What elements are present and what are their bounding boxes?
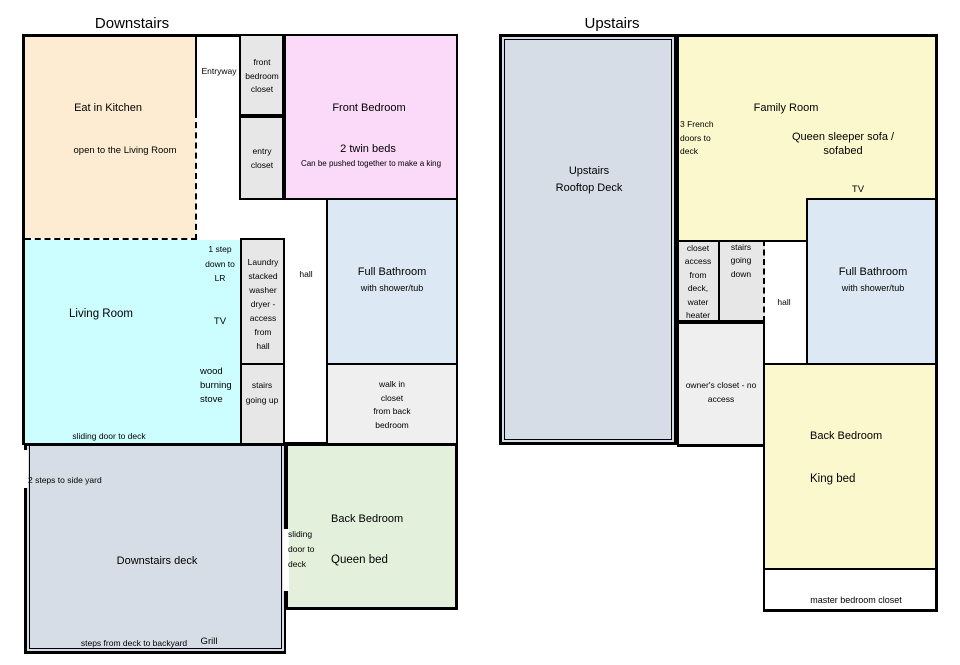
room-eat-in-kitchen bbox=[25, 37, 196, 238]
label-walk-in-closet: walk in closet from back bedroom bbox=[373, 379, 411, 430]
room-living-room bbox=[25, 240, 242, 443]
opening-sliding-door-back-bedroom bbox=[283, 529, 289, 591]
room-master-bedroom-closet bbox=[763, 568, 938, 612]
label-back-bedroom-slider: sliding door to deck bbox=[288, 529, 315, 569]
label-wood-stove: wood burning stove bbox=[200, 366, 232, 405]
room-downstairs-deck bbox=[24, 444, 286, 654]
downstairs-title: Downstairs bbox=[94, 15, 170, 32]
room-upstairs-back-bedroom bbox=[763, 363, 938, 570]
label-downstairs-deck-name: Downstairs deck bbox=[116, 555, 198, 567]
label-front-bedroom-closet: front bedroom closet bbox=[245, 57, 279, 94]
label-living-room-name: Living Room bbox=[69, 308, 133, 320]
label-upstairs-bathroom-name: Full Bathroom bbox=[838, 266, 908, 278]
label-laundry: Laundry stacked washer dryer - access fr… bbox=[247, 257, 279, 351]
label-owners-closet: owner's closet - no access bbox=[685, 380, 757, 404]
label-family-room-tv: TV bbox=[851, 184, 865, 195]
label-downstairs-hall: hall bbox=[299, 269, 313, 279]
label-entryway: Entryway bbox=[201, 66, 237, 76]
label-upstairs-hall: hall bbox=[777, 297, 791, 307]
label-front-bedroom-name: Front Bedroom bbox=[332, 102, 406, 114]
room-entry-closet bbox=[239, 116, 284, 200]
label-deck-back-steps: steps from deck to backyard bbox=[80, 638, 188, 648]
label-french-doors: 3 French doors to deck bbox=[680, 119, 714, 156]
room-rooftop-deck bbox=[499, 34, 677, 445]
label-entry-closet: entry closet bbox=[250, 146, 274, 170]
room-front-bedroom-closet bbox=[239, 34, 284, 116]
label-closet-access: closet access from deck, water heater bbox=[684, 243, 712, 321]
label-rooftop-deck-name: Upstairs Rooftop Deck bbox=[555, 165, 623, 194]
label-family-room-sofa: Queen sleeper sofa / sofabed bbox=[791, 131, 895, 157]
room-stairs-down bbox=[718, 240, 765, 322]
room-downstairs-back-bedroom bbox=[286, 444, 458, 610]
label-living-room-slider: sliding door to deck bbox=[72, 431, 146, 441]
wall-kitchen-dashed-bottom bbox=[25, 238, 197, 240]
wall-kitchen-entry bbox=[195, 34, 197, 114]
room-walk-in-closet bbox=[326, 363, 458, 445]
label-front-bedroom-note: Can be pushed together to make a king bbox=[300, 159, 442, 168]
wall-kitchen-dashed-right bbox=[195, 112, 197, 240]
upstairs-title: Upstairs bbox=[584, 15, 640, 32]
label-stairs-up: stairs going up bbox=[245, 380, 279, 405]
label-living-room-tv: TV bbox=[213, 316, 227, 327]
label-downstairs-back-bedroom-name: Back Bedroom bbox=[331, 513, 404, 525]
opening-side-yard-steps bbox=[22, 450, 28, 488]
label-downstairs-bathroom-name: Full Bathroom bbox=[357, 266, 427, 278]
room-downstairs-bathroom bbox=[326, 198, 458, 365]
label-kitchen-note: open to the Living Room bbox=[73, 145, 177, 156]
label-upstairs-back-bedroom-name: Back Bedroom bbox=[810, 430, 883, 442]
label-family-room-name: Family Room bbox=[753, 102, 819, 114]
label-grill: Grill bbox=[200, 636, 218, 647]
label-downstairs-back-bedroom-bed: Queen bed bbox=[331, 554, 388, 566]
label-upstairs-bathroom-note: with shower/tub bbox=[841, 283, 905, 293]
label-upstairs-back-bedroom-bed: King bed bbox=[810, 473, 856, 485]
label-downstairs-bathroom-note: with shower/tub bbox=[360, 283, 424, 293]
room-front-bedroom bbox=[284, 34, 458, 200]
label-deck-side-steps: 2 steps to side yard bbox=[28, 475, 102, 485]
label-master-bedroom-closet: master bedroom closet bbox=[810, 595, 902, 605]
label-stairs-down: stairs going down bbox=[730, 242, 752, 279]
room-upstairs-bathroom bbox=[806, 198, 938, 365]
label-kitchen-name: Eat in Kitchen bbox=[74, 102, 142, 114]
label-front-bedroom-beds: 2 twin beds bbox=[340, 143, 396, 155]
label-living-room-step: 1 step down to LR bbox=[205, 244, 235, 283]
